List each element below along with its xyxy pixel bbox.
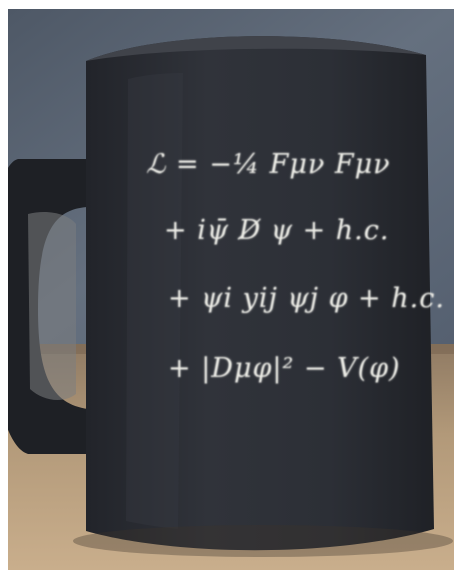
- mug-scene: [8, 9, 454, 570]
- mug-sheen: [126, 73, 183, 529]
- mug-photo: ℒ = −¼ Fμν Fμν + iψ̄ D̸ ψ + h.c. + ψi yi…: [8, 9, 454, 570]
- formula-line-2: + iψ̄ D̸ ψ + h.c.: [164, 215, 390, 246]
- handle-gap-background: [28, 212, 76, 401]
- formula-line-3: + ψi yij ψj φ + h.c.: [168, 283, 445, 314]
- formula-line-1: ℒ = −¼ Fμν Fμν: [146, 149, 391, 180]
- mug-handle: [8, 159, 88, 454]
- mug-shadow: [73, 525, 453, 557]
- mug-rim: [86, 36, 426, 61]
- formula-line-4: + |Dμφ|² − V(φ): [168, 353, 401, 384]
- mug-body: [86, 36, 434, 551]
